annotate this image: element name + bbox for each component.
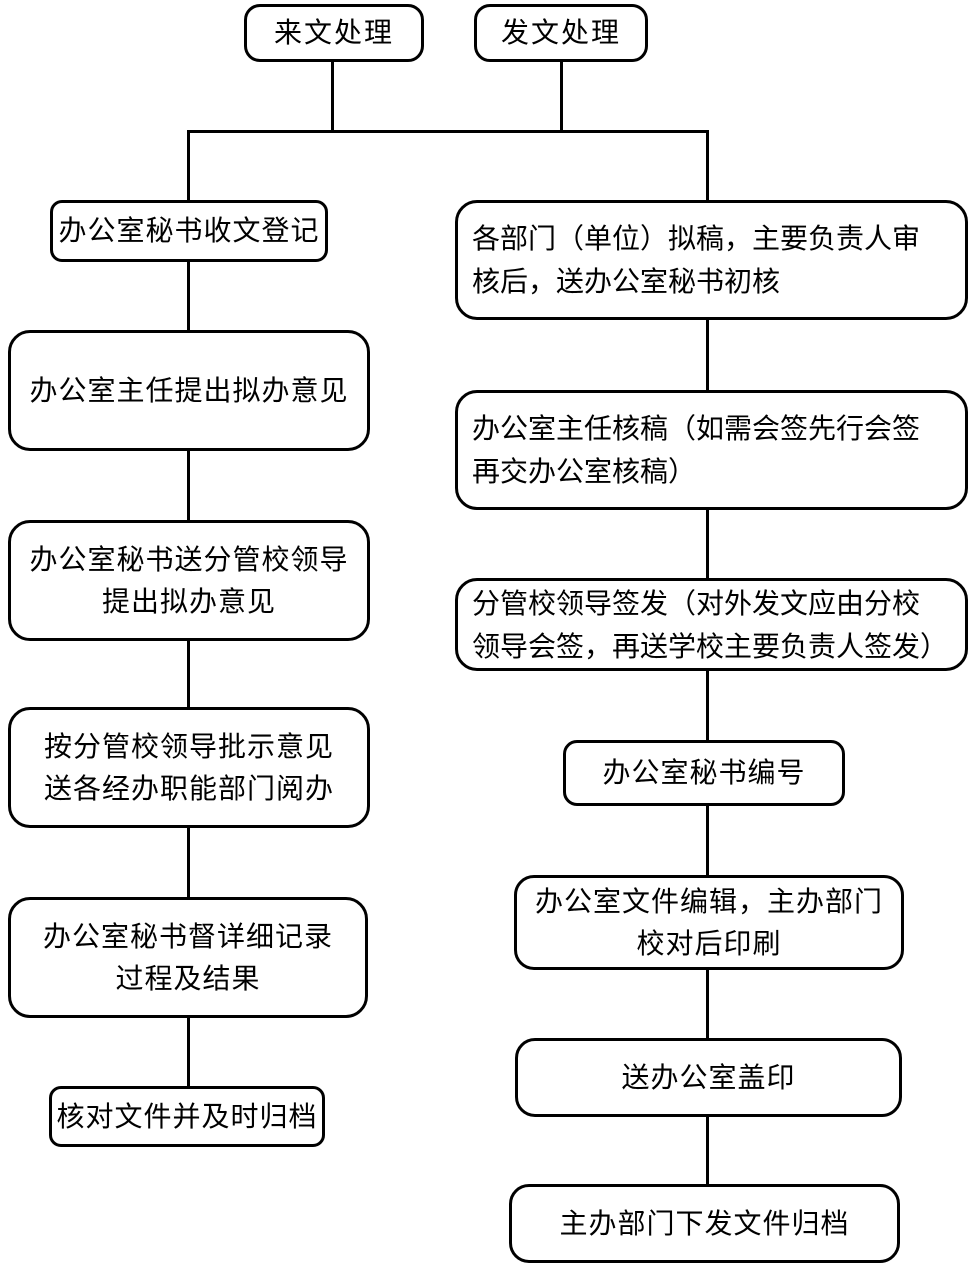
node-outgoing-step-5: 办公室文件编辑，主办部门 校对后印刷 (514, 875, 904, 970)
connector-incoming-header-stub (331, 60, 334, 132)
node-incoming-header: 来文处理 (244, 4, 424, 62)
connector-left-column-drop (187, 130, 190, 202)
node-incoming-step-5: 办公室秘书督详细记录 过程及结果 (8, 897, 368, 1018)
node-outgoing-step-1: 各部门（单位）拟稿，主要负责人审 核后，送办公室秘书初核 (455, 200, 968, 320)
node-outgoing-step-3: 分管校领导签发（对外发文应由分校 领导会签，再送学校主要负责人签发） (455, 578, 968, 671)
node-outgoing-step-6: 送办公室盖印 (515, 1038, 902, 1117)
connector-outgoing-header-stub (560, 60, 563, 132)
node-incoming-step-3: 办公室秘书送分管校领导 提出拟办意见 (8, 520, 370, 641)
node-outgoing-step-7: 主办部门下发文件归档 (509, 1184, 900, 1263)
node-outgoing-header: 发文处理 (474, 4, 648, 62)
connector-outgoing-6-7 (706, 1113, 709, 1188)
node-outgoing-step-2: 办公室主任核稿（如需会签先行会签 再交办公室核稿） (455, 390, 968, 510)
connector-outgoing-3-4 (706, 667, 709, 744)
connector-outgoing-2-3 (706, 506, 709, 582)
connector-right-column-drop (706, 130, 709, 202)
connector-incoming-4-5 (187, 824, 190, 901)
connector-outgoing-1-2 (706, 316, 709, 394)
node-incoming-step-2: 办公室主任提出拟办意见 (8, 330, 370, 451)
connector-bus (187, 130, 709, 133)
connector-outgoing-5-6 (706, 966, 709, 1042)
node-incoming-step-6: 核对文件并及时归档 (49, 1086, 325, 1147)
connector-incoming-3-4 (187, 637, 190, 711)
connector-incoming-5-6 (187, 1014, 190, 1090)
node-outgoing-step-4: 办公室秘书编号 (563, 740, 845, 806)
node-incoming-step-1: 办公室秘书收文登记 (50, 200, 328, 262)
connector-incoming-2-3 (187, 447, 190, 524)
connector-outgoing-4-5 (706, 802, 709, 879)
connector-incoming-1-2 (187, 258, 190, 334)
node-incoming-step-4: 按分管校领导批示意见 送各经办职能部门阅办 (8, 707, 370, 828)
